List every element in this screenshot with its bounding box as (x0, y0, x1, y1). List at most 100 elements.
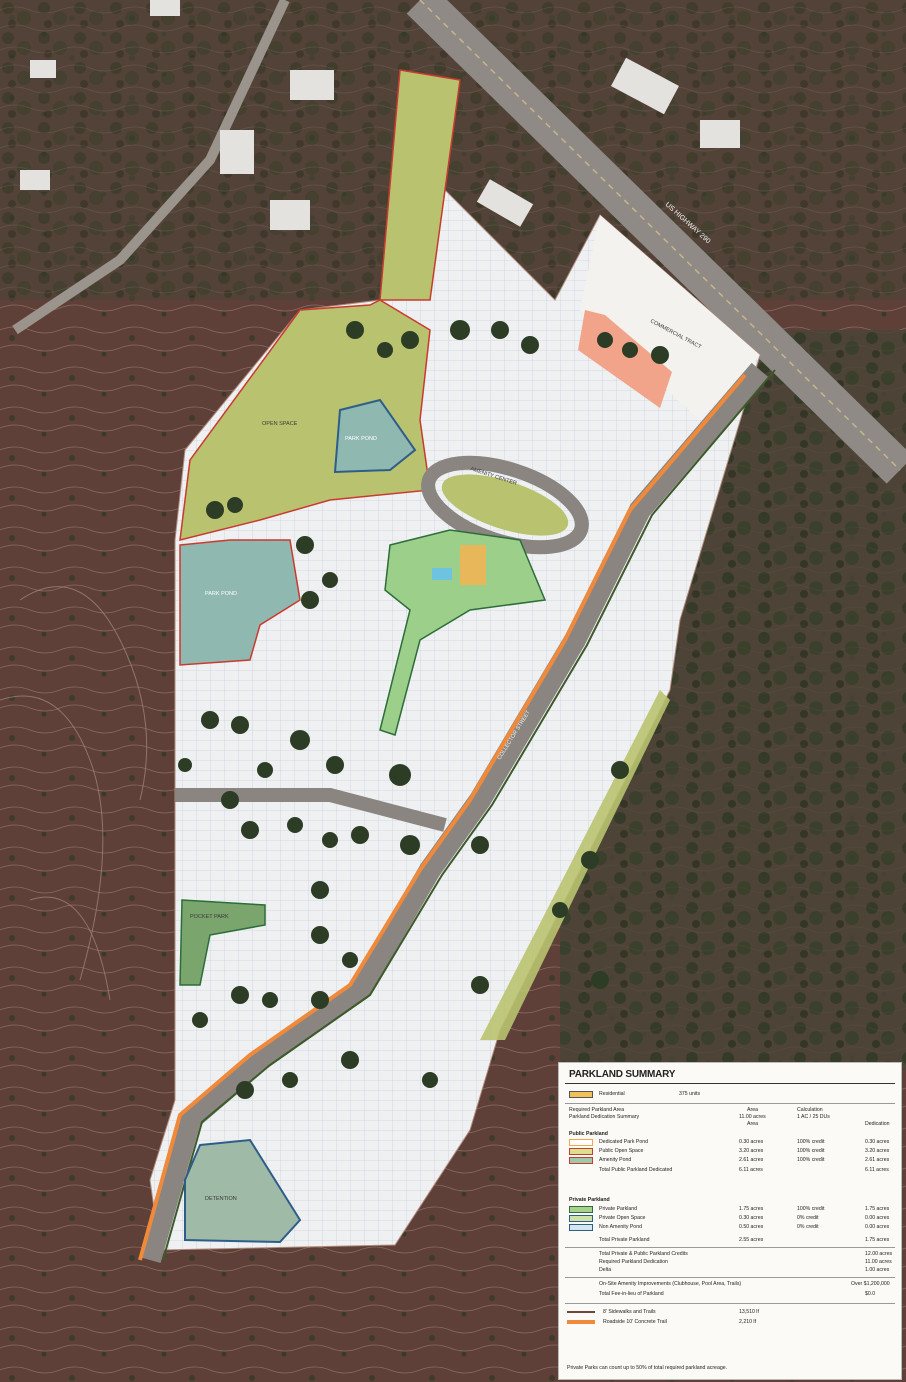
detention-pond (184, 1138, 302, 1244)
private-swatch-3 (569, 1224, 593, 1231)
summary-label-2: Required Parkland Dedication (599, 1259, 668, 1265)
us-highway-centerline (419, 0, 901, 471)
calc-val: 1 AC / 25 DUs (797, 1114, 830, 1120)
dedication-col: Dedication (865, 1121, 890, 1127)
residential-swatch (569, 1091, 593, 1098)
parkland-summary-legend: PARKLAND SUMMARY Residential 375 units R… (558, 1062, 902, 1380)
public-label-3: Amenity Pond (599, 1157, 632, 1163)
public-credit-3: 100% credit (797, 1157, 825, 1163)
summary-value-3: 1.00 acres (865, 1267, 890, 1273)
private-row-2: Private Open Space 0.30 acres 0% credit … (559, 1215, 901, 1223)
collector-street-sidewalk (162, 369, 776, 1261)
park-pond-west (179, 539, 301, 666)
residential-label: Residential (599, 1091, 625, 1097)
legend-residential-row: Residential 375 units (559, 1091, 901, 1099)
private-row-1: Private Parkland 1.75 acres 100% credit … (559, 1206, 901, 1214)
private-credit-1: 100% credit (797, 1206, 825, 1212)
public-swatch-2 (569, 1148, 593, 1155)
legend-head-row-1: Required Parkland Area Area Calculation (559, 1107, 901, 1115)
collector-street (139, 362, 769, 1264)
legend-divider-3 (565, 1277, 895, 1278)
residential-value: 375 units (679, 1091, 701, 1097)
summary-label-3: Delta (599, 1267, 612, 1273)
summary-row-4: On-Site Amenity Improvements (Clubhouse,… (559, 1281, 901, 1289)
amenity-center (379, 529, 547, 736)
concrete-trail-swatch (567, 1320, 595, 1324)
summary-row-3: Delta 1.00 acres (559, 1267, 901, 1275)
private-heading: Private Parkland (569, 1197, 610, 1203)
private-heading-row: Private Parkland (559, 1197, 901, 1205)
summary-label-5: Total Fee-in-lieu of Parkland (599, 1291, 664, 1297)
public-row-1: Dedicated Park Pond 0.30 acres 100% cred… (559, 1139, 901, 1147)
commercial-tract (580, 215, 760, 420)
private-area-1: 1.75 acres (739, 1206, 764, 1212)
open-space-label: OPEN SPACE (262, 421, 298, 427)
private-total-ded: 1.75 acres (865, 1237, 890, 1243)
footnote-row: Private Parks can count up to 50% of tot… (559, 1365, 901, 1373)
private-label-2: Private Open Space (599, 1215, 646, 1221)
private-label-3: Non Amenity Pond (599, 1224, 642, 1230)
dedication-summary: Parkland Dedication Summary (569, 1114, 640, 1120)
private-credit-2: 0% credit (797, 1215, 819, 1221)
public-area-2: 3.20 acres (739, 1148, 764, 1154)
legend-title: PARKLAND SUMMARY (569, 1069, 676, 1080)
public-credit-2: 100% credit (797, 1148, 825, 1154)
private-total-label: Total Private Parkland (599, 1237, 650, 1243)
summary-label-4: On-Site Amenity Improvements (Clubhouse,… (599, 1281, 742, 1287)
private-label-1: Private Parkland (599, 1206, 638, 1212)
private-total-row: Total Private Parkland 2.55 acres 1.75 a… (559, 1237, 901, 1245)
trail-label-1: 8' Sidewalks and Trails (603, 1309, 656, 1315)
private-row-3: Non Amenity Pond 0.50 acres 0% credit 0.… (559, 1224, 901, 1232)
private-credit-3: 0% credit (797, 1224, 819, 1230)
public-heading: Public Parkland (569, 1131, 608, 1137)
legend-divider (565, 1103, 895, 1104)
public-area-3: 2.61 acres (739, 1157, 764, 1163)
private-swatch-2 (569, 1215, 593, 1222)
public-swatch-3 (569, 1157, 593, 1164)
amenity-lawn (441, 474, 569, 536)
contour-lines (0, 586, 148, 1001)
private-ded-1: 1.75 acres (865, 1206, 890, 1212)
trail-value-2: 2,210 lf (739, 1319, 757, 1325)
summary-row-1: Total Private & Public Parkland Credits … (559, 1251, 901, 1259)
private-swatch-1 (569, 1206, 593, 1213)
offsite-buildings (20, 0, 740, 230)
public-total-label: Total Public Parkland Dedicated (599, 1167, 673, 1173)
private-area-3: 0.50 acres (739, 1224, 764, 1230)
legend-head-row-3: Area Dedication (559, 1121, 901, 1129)
summary-label-1: Total Private & Public Parkland Credits (599, 1251, 688, 1257)
area-val: 11.00 acres (739, 1114, 766, 1120)
pool (432, 568, 452, 580)
legend-footnote: Private Parks can count up to 50% of tot… (567, 1365, 728, 1371)
summary-row-2: Required Parkland Dedication 11.00 acres (559, 1259, 901, 1267)
public-total-row: Total Public Parkland Dedicated 6.11 acr… (559, 1167, 901, 1175)
trail-value-1: 13,510 lf (739, 1309, 759, 1315)
legend-head-row-2: Parkland Dedication Summary 11.00 acres … (559, 1114, 901, 1122)
public-ded-2: 3.20 acres (865, 1148, 890, 1154)
public-swatch-1 (569, 1139, 593, 1146)
area-col: Area (747, 1107, 758, 1113)
public-ded-1: 0.30 acres (865, 1139, 890, 1145)
public-total-area: 6.11 acres (739, 1167, 763, 1173)
public-total-ded: 6.11 acres (865, 1167, 889, 1173)
northwest-road (12, 0, 290, 335)
detention-label: DETENTION (205, 1196, 237, 1202)
site-trees (178, 320, 669, 1099)
summary-value-4: Over $1,200,000 (851, 1281, 890, 1287)
private-ded-3: 0.00 acres (865, 1224, 890, 1230)
trail-label-2: Roadside 10' Concrete Trail (603, 1319, 667, 1325)
summary-row-5: Total Fee-in-lieu of Parkland $0.0 (559, 1291, 901, 1299)
public-label-2: Public Open Space (599, 1148, 644, 1154)
public-row-2: Public Open Space 3.20 acres 100% credit… (559, 1148, 901, 1156)
required-label: Required Parkland Area (569, 1107, 625, 1113)
calc-col: Calculation (797, 1107, 823, 1113)
public-area-1: 0.30 acres (739, 1139, 764, 1145)
trail-row-1: 8' Sidewalks and Trails 13,510 lf (559, 1309, 901, 1317)
park-pond-north (333, 398, 417, 474)
public-heading-row: Public Parkland (559, 1131, 901, 1139)
pocket-park-label: POCKET PARK (190, 914, 229, 920)
area-sub: Area (747, 1121, 758, 1127)
public-row-3: Amenity Pond 2.61 acres 100% credit 2.61… (559, 1157, 901, 1165)
clubhouse (460, 545, 486, 585)
collector-street-trail (138, 373, 747, 1261)
